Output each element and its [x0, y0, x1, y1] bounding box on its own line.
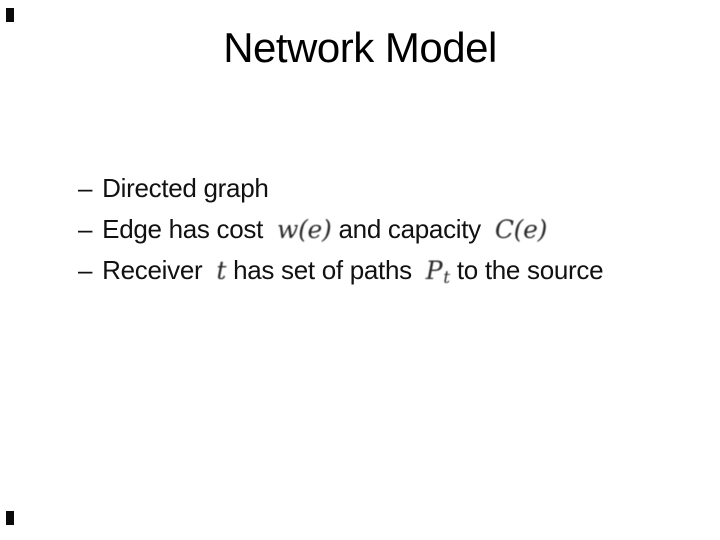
bullet-list: –Directed graph–Edge has cost w(e)and ca…: [78, 168, 678, 291]
math-inline: C(e): [494, 215, 548, 244]
slide-title: Network Model: [223, 24, 497, 71]
bullet-text: Receiver: [102, 255, 203, 285]
slide-corner-mark-bottom: [6, 511, 14, 525]
bullet-text: Edge has cost: [102, 214, 264, 244]
bullet-item: –Edge has cost w(e)and capacity C(e): [78, 209, 678, 250]
bullet-item: –Directed graph: [78, 168, 678, 209]
bullet-dash: –: [78, 255, 93, 285]
bullet-dash: –: [78, 214, 93, 244]
math-inline: Pt: [425, 256, 450, 288]
math-inline: w(e): [276, 215, 332, 244]
bullet-dash: –: [78, 173, 93, 203]
bullet-text: has set of paths: [233, 255, 412, 285]
bullet-text: Directed graph: [102, 173, 269, 203]
math-subscript: t: [443, 268, 450, 288]
math-inline: t: [216, 256, 227, 285]
slide-corner-mark-top: [6, 8, 14, 22]
bullet-text: and capacity: [338, 214, 482, 244]
bullet-text: to the source: [456, 255, 604, 285]
